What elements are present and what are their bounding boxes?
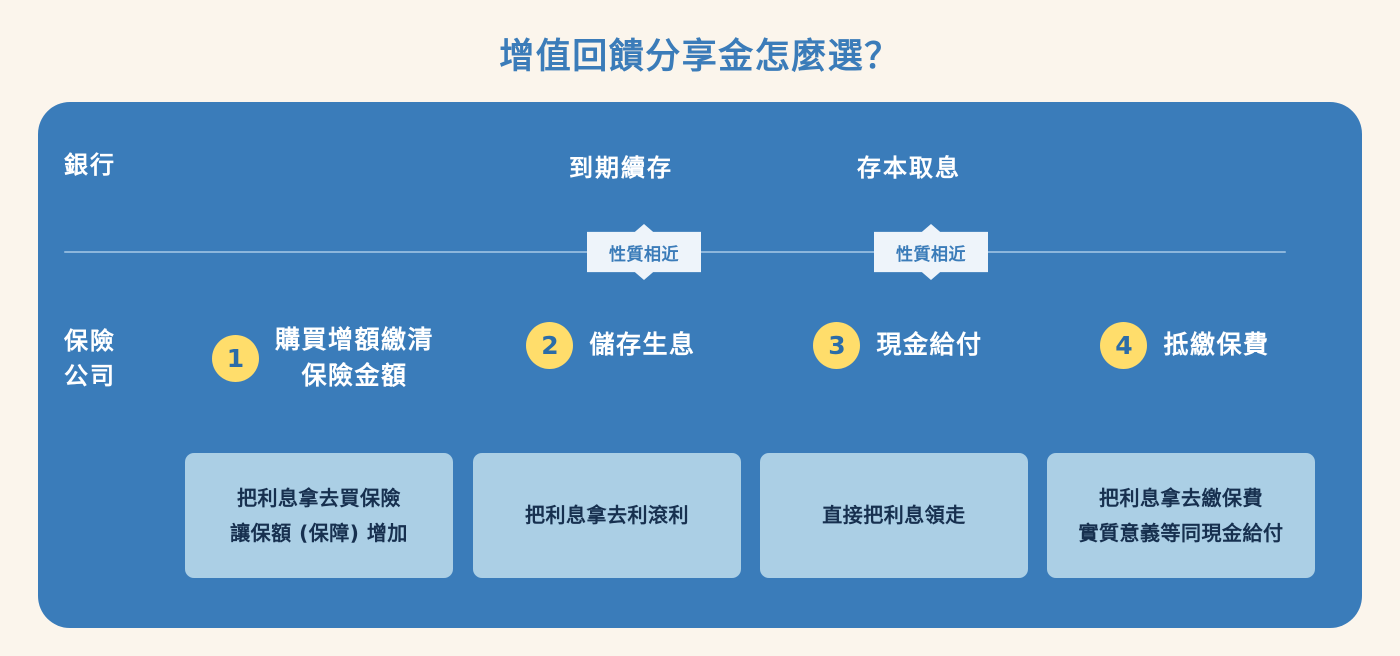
similarity-badge-2: 性質相近	[874, 224, 988, 280]
insurance-option-4: 4 抵繳保費	[1047, 322, 1323, 369]
description-card-2: 把利息拿去利滾利	[473, 453, 741, 578]
description-card-4-line2: 實質意義等同現金給付	[1078, 520, 1284, 545]
option-title-1-line1: 購買增額繳清	[274, 325, 434, 354]
option-title-3: 現金給付	[876, 327, 982, 363]
option-title-4: 抵繳保費	[1163, 327, 1269, 363]
description-card-3-line1: 直接把利息領走	[822, 503, 966, 527]
description-card-2-text: 把利息拿去利滾利	[525, 498, 689, 533]
similarity-badge-1-label: 性質相近	[609, 244, 679, 265]
row-label-insurance-line1: 保險	[64, 327, 116, 355]
row-label-insurance-company: 保險公司	[64, 324, 116, 394]
badge-shape-icon	[587, 224, 701, 280]
option-number-badge-3: 3	[813, 322, 861, 369]
bank-item-maturity-rollover: 到期續存	[569, 154, 673, 182]
insurance-option-1: 1 購買增額繳清 保險金額	[185, 322, 461, 395]
description-card-1-line2: 讓保額 (保障) 增加	[230, 520, 408, 545]
option-title-4-line1: 抵繳保費	[1163, 330, 1270, 360]
comparison-panel: 銀行 到期續存 存本取息 性質相近 性質相近 保險公司 1 購買增額繳清 保險金…	[38, 102, 1362, 628]
description-card-1: 把利息拿去買保險 讓保額 (保障) 增加	[185, 453, 453, 578]
similarity-badge-1: 性質相近	[587, 224, 701, 280]
bank-item-interest-withdrawal: 存本取息	[857, 154, 961, 182]
description-card-1-text: 把利息拿去買保險 讓保額 (保障) 增加	[230, 481, 408, 551]
description-card-3-text: 直接把利息領走	[822, 498, 966, 533]
option-title-1: 購買增額繳清 保險金額	[275, 322, 434, 395]
similarity-badge-2-label: 性質相近	[896, 244, 966, 265]
description-card-4: 把利息拿去繳保費 實質意義等同現金給付	[1047, 453, 1315, 578]
description-card-2-line1: 把利息拿去利滾利	[525, 503, 689, 527]
insurance-option-2: 2 儲存生息	[473, 322, 749, 369]
description-card-3: 直接把利息領走	[760, 453, 1028, 578]
option-number-badge-4: 4	[1100, 322, 1148, 369]
option-number-badge-2: 2	[526, 322, 574, 369]
row-label-insurance-line2: 公司	[64, 361, 116, 390]
option-title-2-line1: 儲存生息	[589, 330, 696, 360]
option-title-2: 儲存生息	[589, 327, 695, 363]
option-number-badge-1: 1	[211, 334, 259, 382]
row-label-bank: 銀行	[64, 151, 116, 179]
page-title: 增值回饋分享金怎麼選？	[499, 37, 901, 77]
insurance-option-3: 3 現金給付	[760, 322, 1036, 369]
badge-shape-icon	[874, 224, 988, 280]
option-title-3-line1: 現金給付	[876, 330, 983, 360]
description-card-4-line1: 把利息拿去繳保費	[1099, 485, 1263, 510]
option-title-1-line2: 保險金額	[301, 361, 408, 391]
description-card-4-text: 把利息拿去繳保費 實質意義等同現金給付	[1079, 481, 1284, 551]
description-card-1-line1: 把利息拿去買保險	[237, 485, 401, 510]
